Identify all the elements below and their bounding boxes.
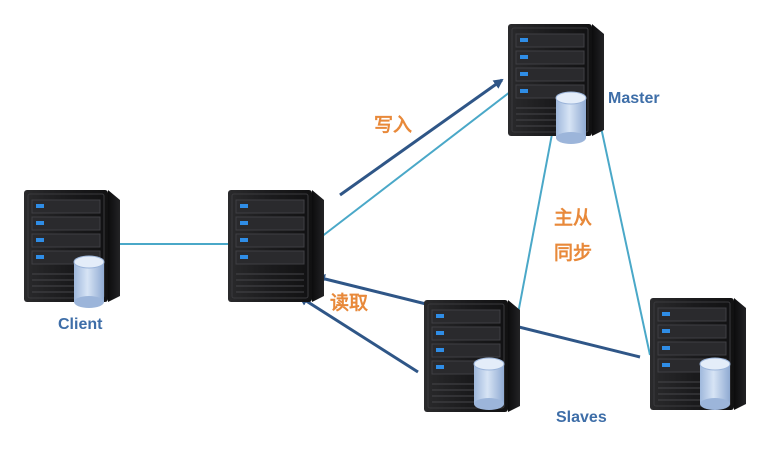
client-label: Client bbox=[58, 316, 103, 333]
master-slave2-link bbox=[595, 103, 651, 356]
write-arrow bbox=[339, 78, 504, 197]
replication-label-line1: 主从 bbox=[554, 207, 592, 229]
read-arrow-from-slave1 bbox=[298, 295, 419, 374]
slave-server-1 bbox=[423, 299, 521, 413]
server-with-database-icon bbox=[649, 297, 747, 411]
replication-label-line2: 同步 bbox=[554, 242, 592, 264]
server-icon bbox=[227, 189, 325, 303]
connection-lines bbox=[108, 91, 651, 357]
server-with-database-icon bbox=[23, 189, 121, 303]
slave-server-2 bbox=[649, 297, 747, 411]
slaves-label: Slaves bbox=[556, 409, 607, 426]
read-label: 读取 bbox=[330, 291, 368, 314]
server-with-database-icon bbox=[423, 299, 521, 413]
client-server bbox=[23, 189, 121, 309]
proxy-master-link bbox=[311, 91, 511, 245]
master-server bbox=[507, 23, 605, 145]
master-label: Master bbox=[608, 90, 660, 107]
proxy-server bbox=[227, 189, 325, 303]
write-label: 写入 bbox=[374, 114, 412, 136]
